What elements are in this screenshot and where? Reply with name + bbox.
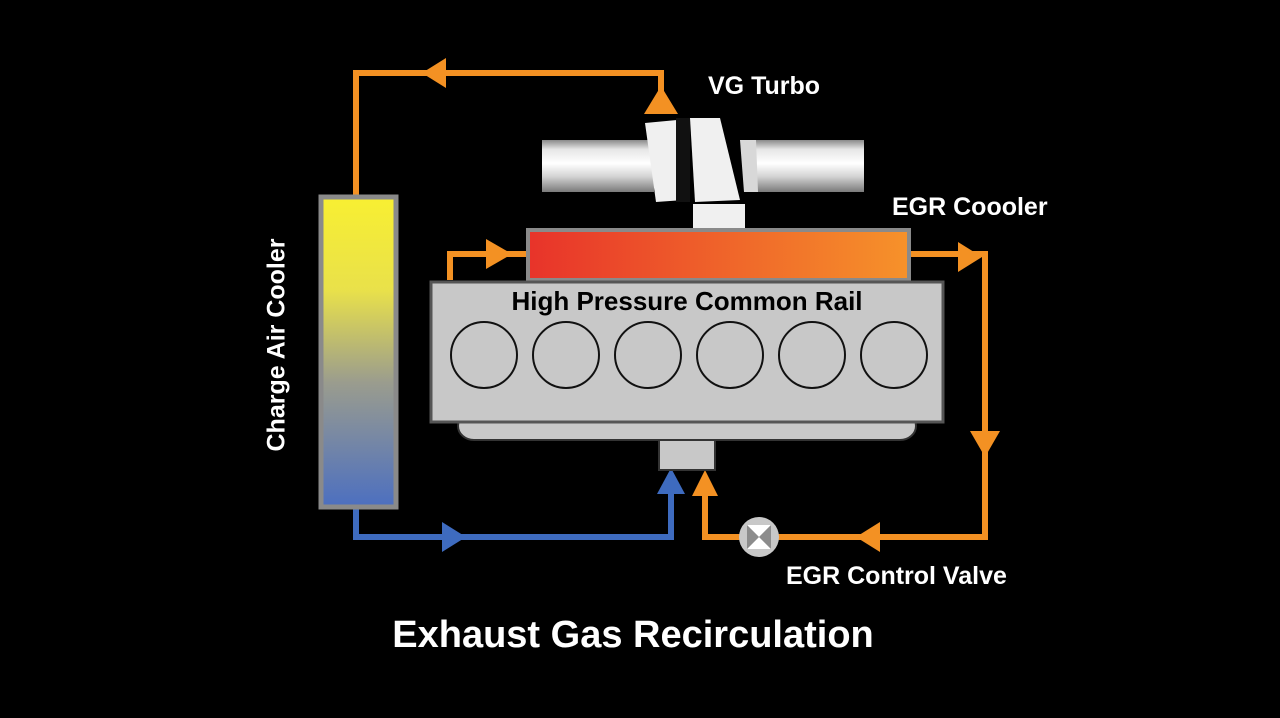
cylinder xyxy=(450,321,518,389)
egr-cooler-return-line xyxy=(776,251,988,540)
cylinders xyxy=(450,321,928,389)
turbo-exhaust-pipe xyxy=(752,140,864,192)
arrow-right-icon xyxy=(958,242,982,272)
charge-air-cooler-label: Charge Air Cooler xyxy=(262,238,291,452)
vg-turbo-label: VG Turbo xyxy=(708,72,821,100)
egr-cooler xyxy=(526,228,911,282)
turbo-intake-pipe xyxy=(542,140,654,192)
vg-turbo xyxy=(542,118,864,230)
charge-air-cooler xyxy=(318,194,399,510)
turbo-compressor-housing xyxy=(645,120,684,202)
flow-arrows xyxy=(422,58,1000,552)
common-rail-label: High Pressure Common Rail xyxy=(511,286,863,316)
diagram-title: Exhaust Gas Recirculation xyxy=(392,614,874,656)
egr-control-valve-icon xyxy=(739,517,779,557)
turbo-turbine-cap xyxy=(740,140,758,192)
egr-control-valve-label: EGR Control Valve xyxy=(786,562,1007,590)
egr-cooler-label: EGR Coooler xyxy=(892,193,1048,221)
cylinder xyxy=(778,321,846,389)
arrow-right-icon xyxy=(442,522,466,552)
turbo-center-shaft xyxy=(676,118,690,202)
cylinder xyxy=(614,321,682,389)
turbo-turbine-housing xyxy=(690,118,740,202)
intake-port xyxy=(658,439,716,471)
turbo-downpipe xyxy=(693,204,745,230)
engine-body xyxy=(429,280,945,424)
charge-cooler-to-intake-line xyxy=(353,490,674,540)
arrow-left-icon xyxy=(856,522,880,552)
cylinder xyxy=(532,321,600,389)
arrow-right-icon xyxy=(486,239,512,269)
cylinder xyxy=(696,321,764,389)
arrow-up-icon xyxy=(692,470,718,496)
engine-block xyxy=(429,280,945,471)
valve-to-intake-line xyxy=(702,490,742,540)
arrow-down-icon xyxy=(970,431,1000,457)
arrow-up-icon xyxy=(644,86,678,114)
arrow-left-icon xyxy=(422,58,446,88)
cylinder xyxy=(860,321,928,389)
arrow-up-icon xyxy=(657,468,685,494)
